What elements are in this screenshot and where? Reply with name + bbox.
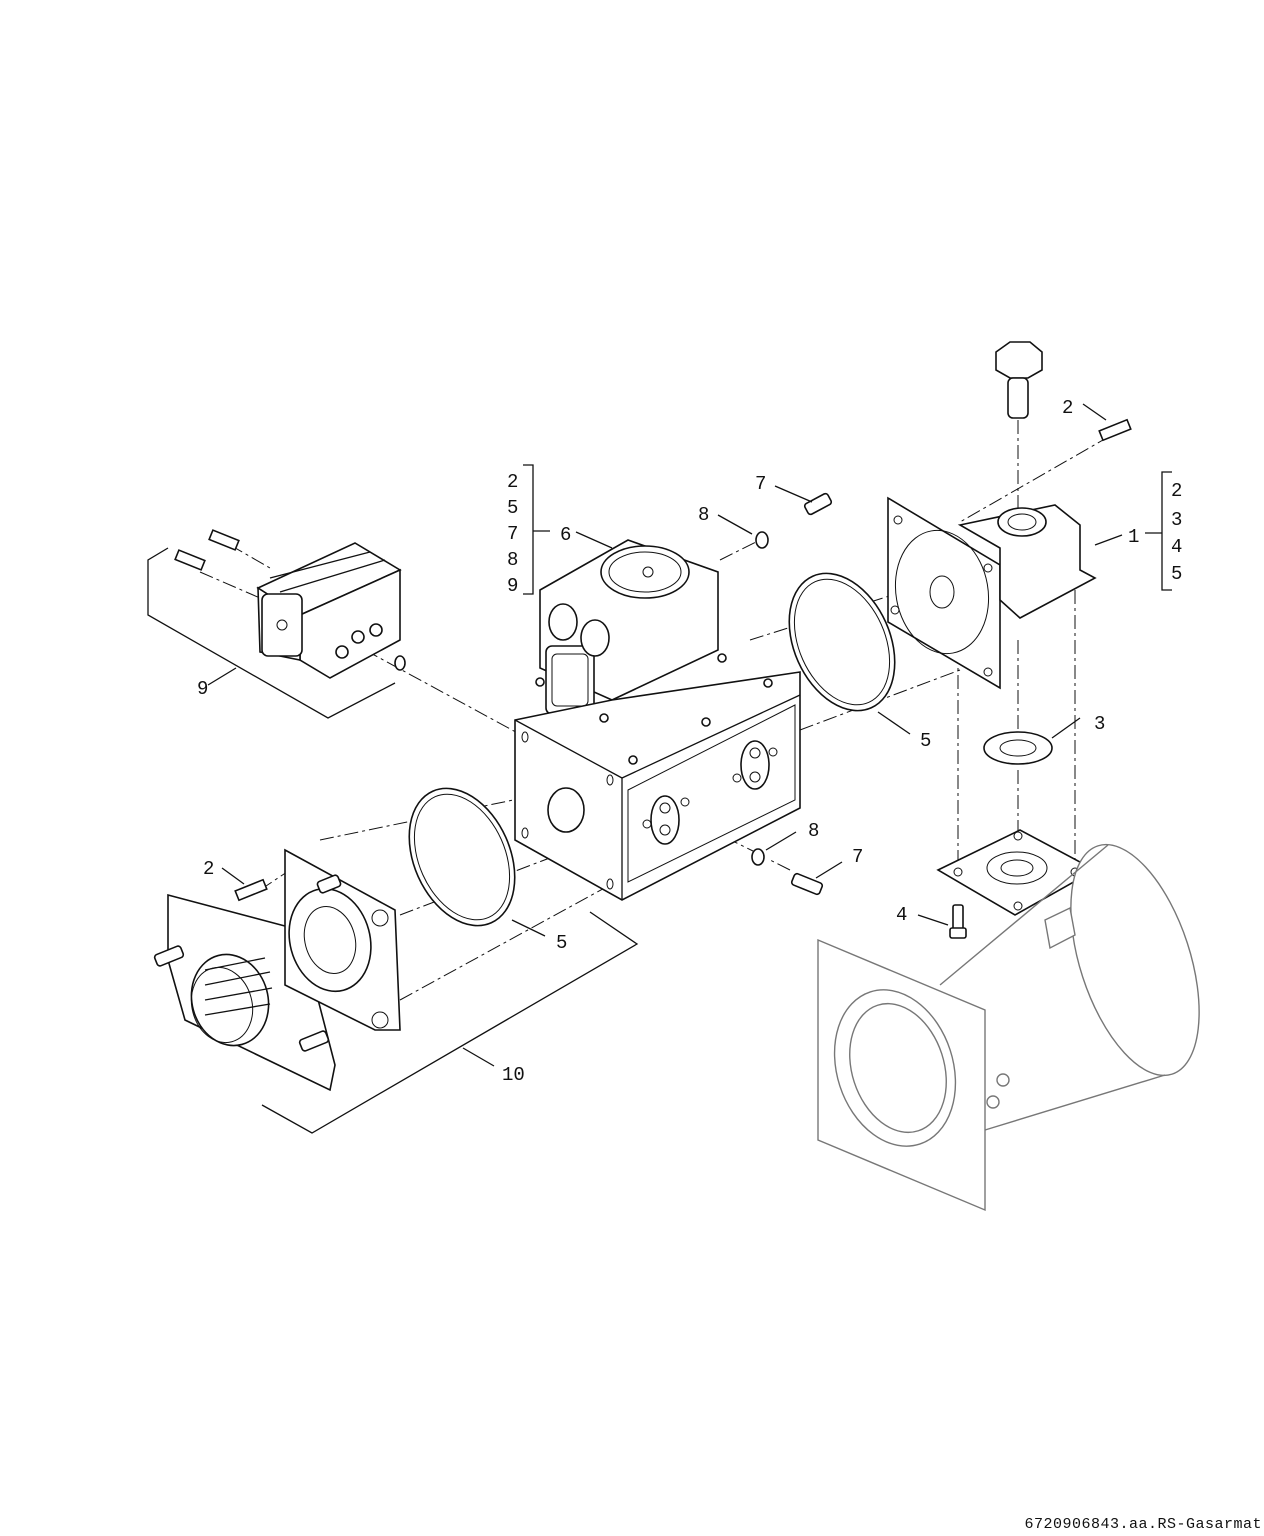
callout-2: 2: [1062, 397, 1073, 419]
part-3-washer: [983, 731, 1053, 765]
kit-6-item: 9: [507, 575, 518, 597]
callout-7: 7: [852, 846, 863, 868]
callout-labels: 2 7 8 6 1 9 3 5 8 7 2 4 5 10 2 5 7 8 9 2…: [197, 397, 1182, 1086]
center-lines: [199, 420, 1111, 1001]
callout-8: 8: [698, 504, 709, 526]
kit-6-item: 7: [507, 523, 518, 545]
kit-6-item: 8: [507, 549, 518, 571]
screw-icon: [234, 878, 268, 902]
drawing-reference: 6720906843.aa.RS-Gasarmat: [1024, 1516, 1262, 1533]
callout-4: 4: [896, 904, 907, 926]
leader-lines: [221, 403, 1107, 937]
filter-housing: [817, 829, 1200, 1212]
part-10-inlet-flange: [153, 848, 639, 1134]
kit-1-item: 4: [1171, 536, 1182, 558]
kit-1-item: 5: [1171, 563, 1182, 585]
callout-7: 7: [755, 473, 766, 495]
part-1-flange-port: [887, 341, 1172, 690]
part-5-o-rings: [408, 572, 896, 927]
callout-3: 3: [1094, 713, 1105, 735]
callout-6: 6: [560, 524, 571, 546]
callout-10: 10: [502, 1064, 525, 1086]
callout-2: 2: [203, 858, 214, 880]
part-9-coil-block: [147, 529, 406, 719]
kit-6-item: 2: [507, 471, 518, 493]
screw-icon: [1098, 418, 1132, 442]
callout-9: 9: [197, 678, 208, 700]
kit-1-item: 2: [1171, 480, 1182, 502]
screw-icon: [174, 529, 240, 571]
callout-1: 1: [1128, 526, 1139, 548]
kit-1-item: 3: [1171, 509, 1182, 531]
nipple-icon: [803, 492, 833, 516]
part-6-valve-body: [514, 539, 801, 901]
callout-5: 5: [556, 932, 567, 954]
parts-7-8-fittings: [751, 492, 833, 896]
kit-6-item: 5: [507, 497, 518, 519]
screw-icon: [949, 904, 967, 939]
nipple-icon: [790, 872, 824, 896]
callout-5: 5: [920, 730, 931, 752]
callout-8: 8: [808, 820, 819, 842]
